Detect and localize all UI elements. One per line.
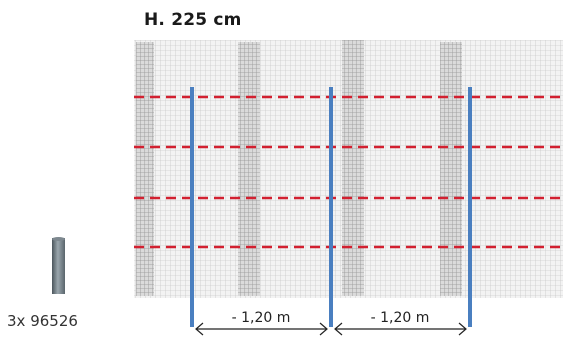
mesh-overlap-band [136,42,154,296]
dimension-arrows [195,322,467,336]
mesh-overlap-band [440,42,462,296]
dimension-label: - 1,20 m [228,310,294,326]
arrow-head [334,322,343,336]
tension-wires [134,95,563,249]
fence-posts [190,87,472,327]
arrow-head [319,322,328,336]
arrow-head [458,322,467,336]
dimension-label: - 1,20 m [367,310,433,326]
mesh-overlap-band [342,40,364,296]
height-title: H. 225 cm [144,10,242,30]
mesh-panel [134,40,563,298]
standalone-post-icon [52,237,65,294]
post-quantity-label: 3x 96526 [7,312,78,330]
arrow-head [195,322,204,336]
mesh-overlap-band [238,42,260,296]
